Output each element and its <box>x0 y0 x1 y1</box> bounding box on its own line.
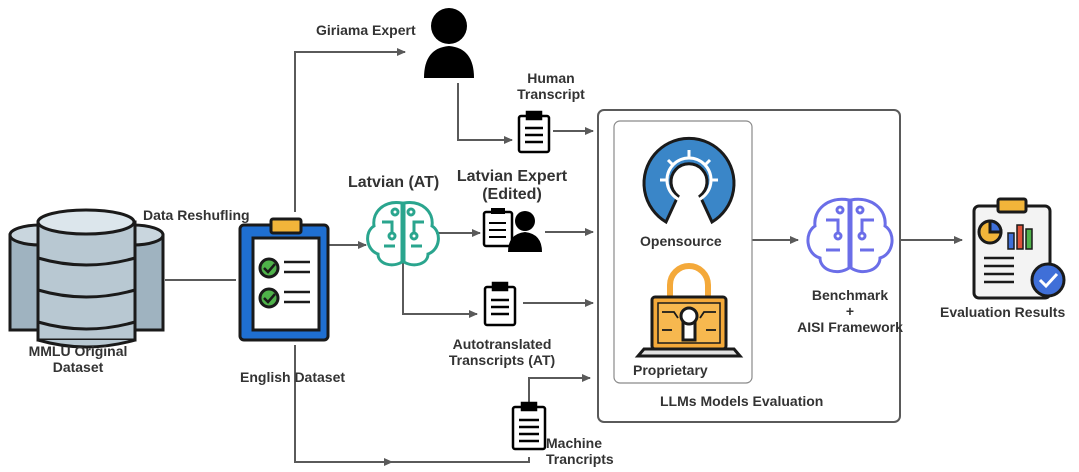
connector-to-giriama <box>294 48 406 212</box>
machine-transcript-icon <box>511 401 547 451</box>
report-icon <box>972 197 1066 300</box>
clipboard-checklist-icon <box>238 217 330 342</box>
connector-machine-bottom <box>392 457 530 463</box>
open-source-icon <box>642 136 736 225</box>
latvian-ai-brain-icon <box>366 201 440 267</box>
connector-to-machine <box>294 345 393 466</box>
mmlu-line2: Dataset <box>52 359 104 376</box>
mmlu-dataset-label: MMLU Original Dataset <box>18 343 138 375</box>
autotranslated-label: Autotranslated Transcripts (AT) <box>440 336 564 368</box>
models-inner-box <box>613 120 753 384</box>
autotranslated-line1: Autotranslated <box>452 336 552 352</box>
latvian-expert-label: Latvian Expert (Edited) <box>452 168 572 205</box>
benchmark-label: Benchmark + AISI Framework <box>790 287 910 335</box>
benchmark-ai-brain-icon <box>806 197 894 274</box>
connector-brain-to-autotranslated <box>402 262 478 318</box>
machine-transcripts-label: Machine Trancripts <box>546 435 626 467</box>
proprietary-label: Proprietary <box>633 362 708 378</box>
machine-line1: Machine <box>546 435 603 451</box>
database-icon <box>8 208 165 349</box>
latvian-at-label: Latvian (AT) <box>348 174 440 191</box>
connector-giriama-to-transcript <box>457 83 513 144</box>
human-transcript-line2: Transcript <box>517 86 585 103</box>
latvian-expert-icon <box>482 208 542 252</box>
mmlu-line1: MMLU Original <box>28 343 128 359</box>
connector-machine-to-llms <box>528 374 591 402</box>
llms-evaluation-box <box>597 109 901 423</box>
autotranslated-transcript-icon <box>483 281 517 327</box>
latvian-expert-line1: Latvian Expert <box>456 168 568 185</box>
opensource-label: Opensource <box>640 233 722 249</box>
laptop-lock-icon <box>634 263 744 358</box>
llms-evaluation-label: LLMs Models Evaluation <box>660 393 824 409</box>
benchmark-line2: + <box>845 303 855 320</box>
evaluation-results-label: Evaluation Results <box>940 304 1066 320</box>
connectors <box>165 48 963 466</box>
human-transcript-label: Human Transcript <box>516 70 586 102</box>
benchmark-line1: Benchmark <box>811 287 889 303</box>
human-transcript-icon <box>517 110 551 154</box>
giriama-expert-label: Giriama Expert <box>316 22 416 38</box>
autotranslated-line2: Transcripts (AT) <box>448 352 556 369</box>
machine-line2: Trancripts <box>546 451 614 468</box>
english-dataset-label: English Dataset <box>240 369 346 385</box>
benchmark-line3: AISI Framework <box>797 319 903 336</box>
latvian-expert-line2: (Edited) <box>482 186 542 204</box>
data-reshuffling-label: Data Reshufling <box>143 207 250 223</box>
giriama-expert-person-icon <box>424 8 474 78</box>
human-transcript-line1: Human <box>527 70 575 86</box>
